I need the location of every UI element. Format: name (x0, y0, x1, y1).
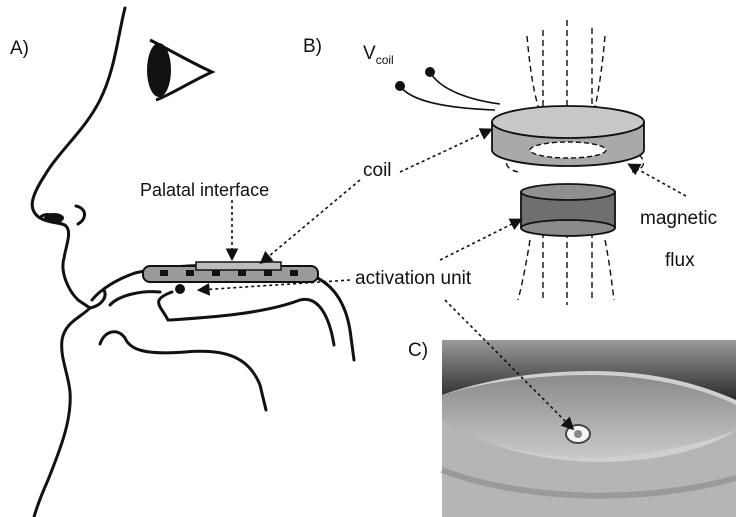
arrow-activation-magnet (440, 220, 520, 260)
eye-icon (147, 40, 212, 100)
wire-terminal (425, 67, 435, 77)
arrow-coil-right (400, 130, 490, 172)
coil-wires (400, 72, 500, 110)
magnet-cylinder (521, 184, 615, 236)
tongue-tip (159, 292, 172, 320)
coil-label: coil (363, 160, 392, 182)
panel-label-b: B) (303, 36, 322, 58)
wire-terminal (395, 81, 405, 91)
nostril-shadow (44, 213, 64, 223)
magnetic-label: magnetic (640, 208, 717, 230)
v-subscript: coil (376, 53, 394, 67)
palatal-interface-label: Palatal interface (140, 180, 269, 201)
inner-cavity (110, 292, 160, 305)
v-coil-label: Vcoil (363, 43, 394, 67)
activation-unit-dot (175, 284, 185, 294)
palatal-interface-bar (143, 262, 318, 282)
activation-unit-label: activation unit (355, 268, 471, 290)
nose-wing (76, 206, 85, 224)
jaw-line (170, 299, 334, 345)
arrow-coil-left (262, 180, 360, 262)
panel-label-a: A) (10, 38, 29, 60)
arrow-flux (630, 165, 686, 196)
tongue-outline (100, 332, 266, 410)
coil-ring (492, 106, 644, 166)
flux-label: flux (665, 250, 695, 272)
face-profile (32, 8, 354, 517)
face-outline (32, 8, 125, 517)
panel-label-c: C) (408, 340, 428, 362)
tongue-photo (442, 340, 736, 517)
v-main: V (363, 43, 376, 64)
